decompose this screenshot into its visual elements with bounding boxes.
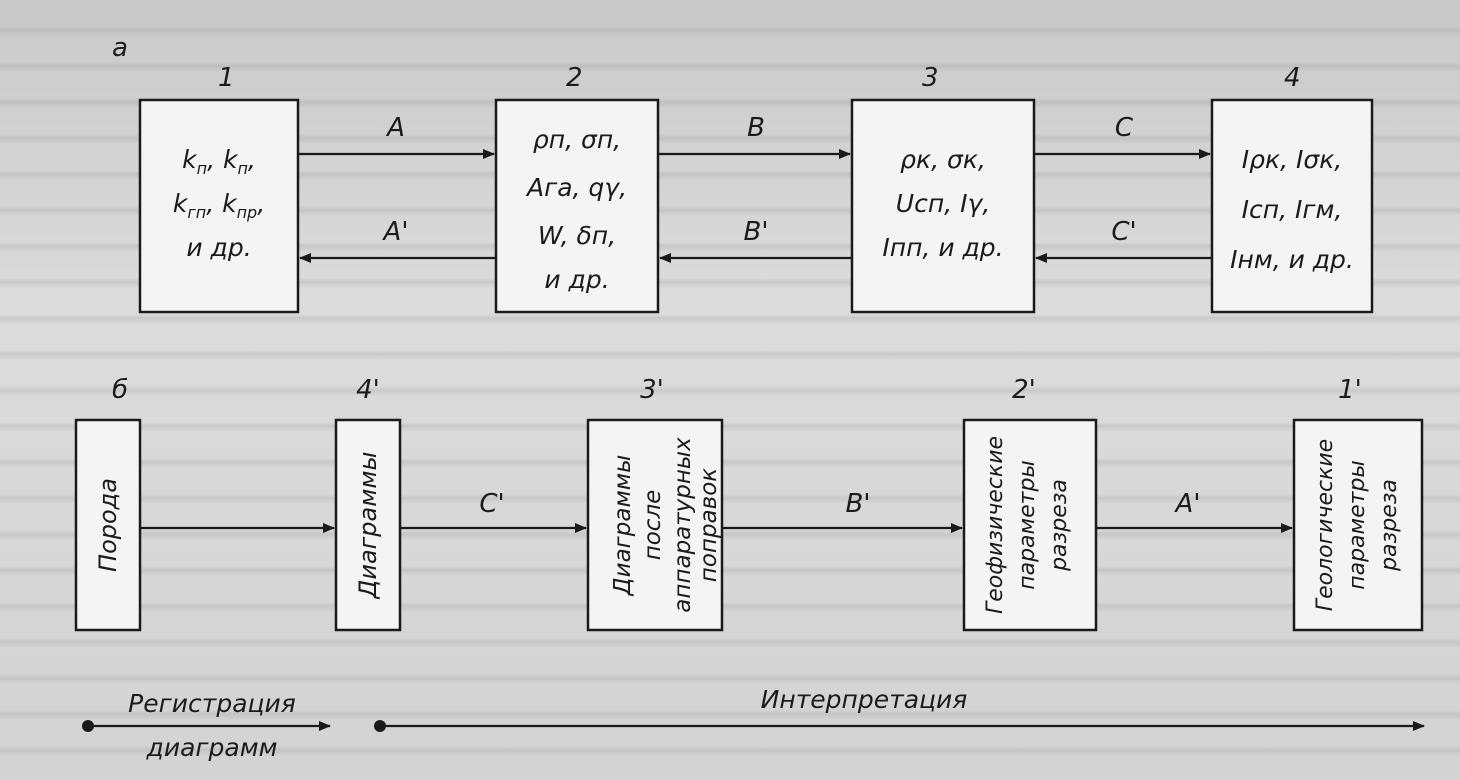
arrow-B-prime-label: B' <box>744 217 769 247</box>
arrow-C-prime-label: C' <box>1111 217 1136 247</box>
box-rock <box>74 418 142 632</box>
box-1p-text-2: параметры <box>1345 460 1370 590</box>
arrow-B-label: B <box>747 113 765 143</box>
box-2-line-2: Aга, qγ, <box>525 173 627 202</box>
box-3p <box>586 418 724 632</box>
box-2-line-4: и др. <box>544 265 609 294</box>
arrow-A-label: A <box>385 113 405 143</box>
arrow-A-prime-label: A' <box>382 217 409 247</box>
box-1p-number: 1' <box>1338 375 1362 405</box>
box-3p-text-4: поправок <box>696 468 722 582</box>
arrow-C-prime-b-label: C' <box>479 489 504 519</box>
box-3p-number: 3' <box>640 375 664 405</box>
box-1-number: 1 <box>218 63 235 93</box>
arrow-B-prime-b-label: B' <box>846 489 871 519</box>
box-1-line-1: kп, kп, <box>182 145 256 178</box>
box-4 <box>1210 98 1374 314</box>
arrow-A-prime-b-label: A' <box>1174 489 1201 519</box>
box-3-line-2: Uсп, Iγ, <box>896 189 990 218</box>
box-2p-text-3: разреза <box>1047 479 1072 572</box>
box-1p-text-3: разреза <box>1377 479 1402 572</box>
box-2p <box>962 418 1098 632</box>
box-3 <box>850 98 1036 314</box>
box-2p-text-1: Геофизические <box>983 436 1008 614</box>
box-4p-number: 4' <box>356 375 380 405</box>
box-1p-text-1: Геологические <box>1313 439 1338 611</box>
box-3-number: 3 <box>922 63 939 93</box>
interpretation-label: Интерпретация <box>761 685 968 714</box>
registration-label-2: диаграмм <box>146 733 278 762</box>
box-4-line-1: Iρк, Iσк, <box>1242 145 1343 174</box>
panel-b-label: б <box>112 375 128 405</box>
box-2-number: 2 <box>566 63 583 93</box>
box-1p <box>1292 418 1424 632</box>
box-2p-number: 2' <box>1012 375 1036 405</box>
box-2-line-3: W, δп, <box>538 221 616 250</box>
box-2-line-1: ρп, σп, <box>533 125 621 154</box>
box-3-line-3: Iпп, и др. <box>882 233 1003 262</box>
box-1 <box>138 98 300 314</box>
box-2 <box>494 98 660 314</box>
arrow-C-label: C <box>1115 113 1134 143</box>
box-3-line-1: ρк, σк, <box>900 145 986 174</box>
box-4-line-3: Iнм, и др. <box>1230 245 1354 274</box>
box-4-number: 4 <box>1284 63 1301 93</box>
box-3p-text-3: аппаратурных <box>670 437 696 613</box>
box-1-line-3: и др. <box>186 233 251 262</box>
box-2p-text-2: параметры <box>1015 460 1040 590</box>
box-3p-text-1: Диаграммы <box>610 455 636 597</box>
box-4p-text: Диаграммы <box>354 452 382 600</box>
registration-label-1: Регистрация <box>128 689 296 718</box>
box-1-line-2: kгп, kпр, <box>173 189 265 222</box>
box-4p <box>334 418 402 632</box>
box-3p-text-2: после <box>640 490 666 561</box>
box-rock-text: Порода <box>94 478 122 572</box>
panel-a-label: а <box>112 33 128 63</box>
box-4-line-2: Iсп, Iгм, <box>1242 195 1343 224</box>
